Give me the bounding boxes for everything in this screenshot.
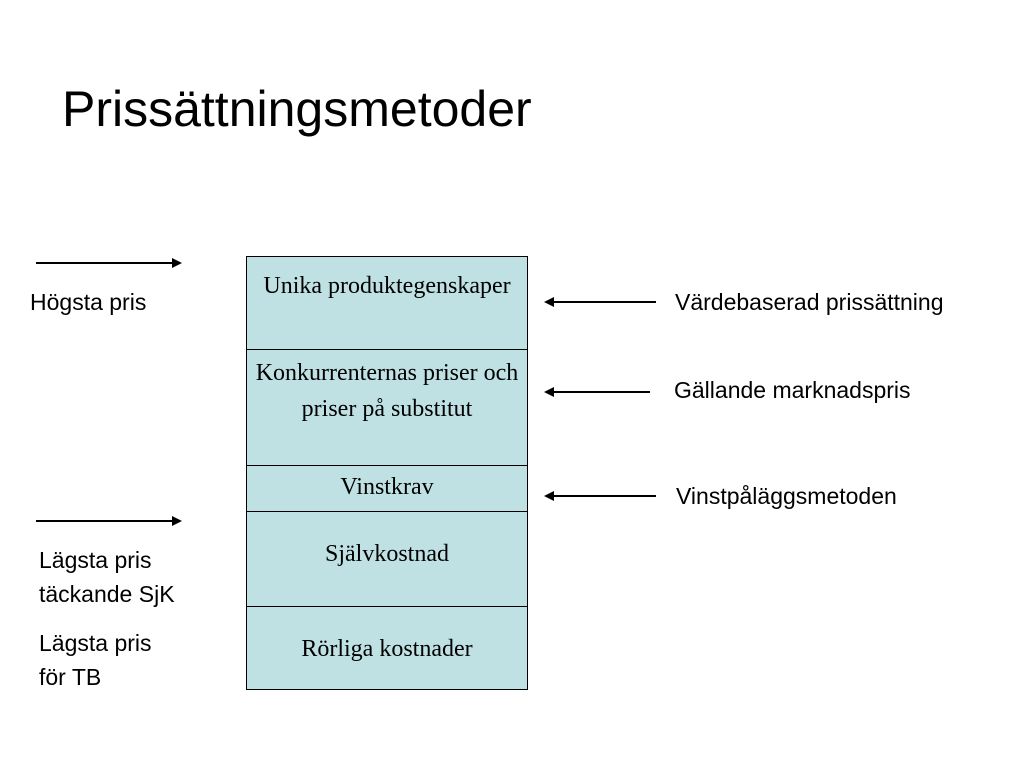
arrowhead-icon [172, 258, 182, 268]
pricing-stack: Unika produktegenskaper Konkurrenternas … [246, 256, 528, 690]
layer-label: Vinstkrav [340, 474, 434, 500]
layer-label: Unika produktegenskaper [263, 273, 511, 299]
label-lagsta-pris-sjk-line1: Lägsta pris [39, 547, 152, 573]
arrowhead-icon [544, 297, 554, 307]
layer-vinstkrav: Vinstkrav [247, 466, 527, 512]
arrow-left-vinstpalagg [544, 490, 656, 502]
arrow-left-gallande [544, 386, 650, 398]
arrowhead-icon [544, 387, 554, 397]
layer-rorliga-kostnader: Rörliga kostnader [247, 607, 527, 691]
label-vinstpalaggsmetoden: Vinstpåläggsmetoden [676, 483, 897, 509]
slide-title: Prissättningsmetoder [62, 81, 532, 137]
layer-label: Rörliga kostnader [301, 636, 473, 662]
label-hogsta-pris: Högsta pris [30, 289, 147, 315]
layer-label: Konkurrenternas priser och priser på sub… [255, 360, 519, 422]
label-vardebaserad-prissattning: Värdebaserad prissättning [675, 289, 944, 315]
layer-unika-produktegenskaper: Unika produktegenskaper [247, 257, 527, 350]
label-gallande-marknadspris: Gällande marknadspris [674, 377, 911, 403]
label-lagsta-pris-tb-line1: Lägsta pris [39, 630, 152, 656]
layer-sjalvkostnad: Självkostnad [247, 512, 527, 607]
arrow-right-top [36, 257, 182, 269]
arrowhead-icon [544, 491, 554, 501]
arrow-left-vardebaserad [544, 296, 656, 308]
arrowhead-icon [172, 516, 182, 526]
label-lagsta-pris-sjk-line2: täckande SjK [39, 581, 175, 607]
label-lagsta-pris-tb-line2: för TB [39, 664, 102, 690]
layer-label: Självkostnad [325, 541, 449, 567]
layer-konkurrenternas-priser: Konkurrenternas priser och priser på sub… [247, 350, 527, 466]
arrow-right-bottom [36, 515, 182, 527]
